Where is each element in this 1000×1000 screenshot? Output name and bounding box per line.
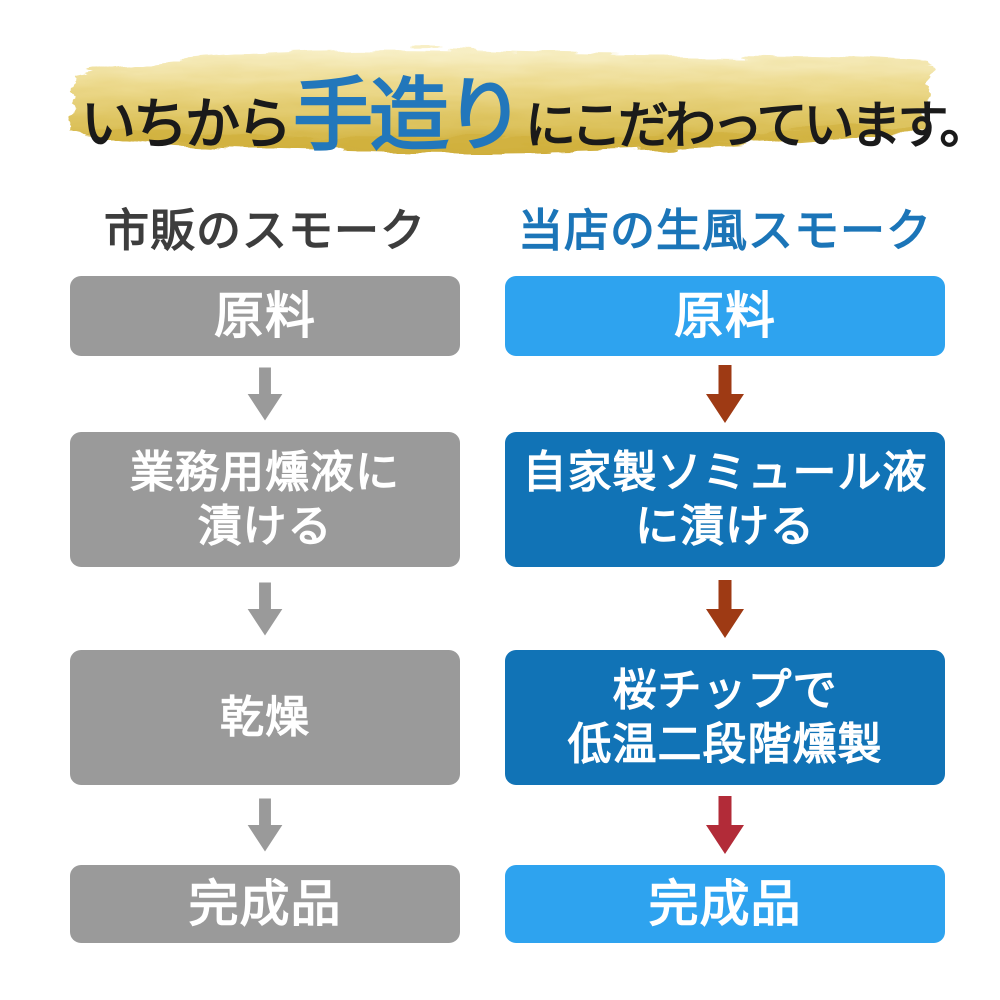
- arrow-area: [505, 785, 945, 865]
- arrow-area: [70, 356, 460, 432]
- arrow-area: [505, 567, 945, 650]
- column-commercial-smoke: 市販のスモーク 原料 業務用燻液に 漬ける 乾燥: [70, 198, 460, 943]
- title-part-tail: にこだわっています。: [525, 96, 990, 156]
- title-part-lead: いちから: [81, 91, 292, 156]
- flow-box-brine-left: 業務用燻液に 漬ける: [70, 432, 460, 567]
- flow-box-brine-right: 自家製ソミュール液 に漬ける: [505, 432, 945, 567]
- flow-box-smoking-right: 桜チップで 低温二段階燻製: [505, 650, 945, 785]
- arrow-area: [70, 567, 460, 650]
- arrow-area: [70, 785, 460, 865]
- down-arrow-icon: [706, 579, 744, 638]
- down-arrow-icon: [247, 367, 283, 421]
- flow-box-finished-right: 完成品: [505, 865, 945, 943]
- down-arrow-icon: [247, 798, 283, 852]
- flow-box-label: 自家製ソミュール液: [522, 447, 928, 497]
- column-title-shop: 当店の生風スモーク: [517, 204, 932, 256]
- flow-box-label: 桜チップで: [612, 665, 838, 715]
- flow-box-label: 原料: [214, 287, 316, 344]
- flow-box-raw-material-left: 原料: [70, 276, 460, 356]
- header-banner: いちから 手造り にこだわっています。: [55, 32, 990, 172]
- flow-box-label: 漬ける: [197, 501, 333, 551]
- flow-box-finished-left: 完成品: [70, 865, 460, 943]
- flow-box-label: 完成品: [648, 875, 802, 932]
- flow-box-label: 低温二段階燻製: [567, 719, 883, 769]
- title-part-accent: 手造り: [293, 68, 525, 162]
- column-title-commercial: 市販のスモーク: [103, 204, 426, 256]
- down-arrow-icon: [247, 582, 283, 635]
- column-shop-smoke: 当店の生風スモーク 原料 自家製ソミュール液 に漬ける 桜チップで 低温二段階燻…: [505, 198, 945, 943]
- down-arrow-icon: [706, 365, 744, 423]
- flow-box-label: 乾燥: [220, 692, 310, 742]
- flow-box-label: に漬ける: [635, 501, 815, 551]
- page-title: いちから 手造り にこだわっています。: [81, 51, 990, 191]
- flow-box-raw-material-right: 原料: [505, 276, 945, 356]
- flow-box-label: 業務用燻液に: [130, 447, 400, 497]
- flow-box-label: 完成品: [188, 875, 342, 932]
- arrow-area: [505, 356, 945, 432]
- flow-box-label: 原料: [674, 287, 776, 344]
- gold-brush-stroke-graphic: [69, 50, 931, 153]
- down-arrow-icon: [706, 796, 744, 854]
- flow-box-drying-left: 乾燥: [70, 650, 460, 785]
